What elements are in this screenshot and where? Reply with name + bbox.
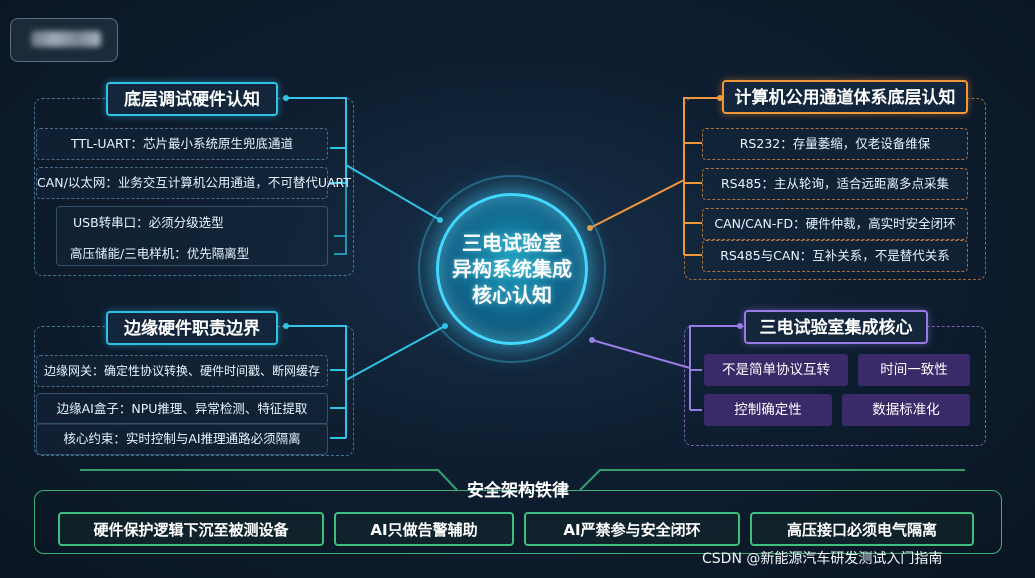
right-top-title: 计算机公用通道体系底层认知 <box>722 80 968 114</box>
bottom-item-2: AI只做告警辅助 <box>334 512 514 546</box>
left-bottom-item-2: 边缘AI盒子：NPU推理、异常检测、特征提取 <box>36 393 328 425</box>
left-top-title: 底层调试硬件认知 <box>106 82 278 116</box>
watermark: CSDN @新能源汽车研发测试入门指南 <box>702 551 943 567</box>
hub-outer-ring <box>418 175 606 363</box>
right-top-item-3: CAN/CAN-FD：硬件仲裁，高实时安全闭环 <box>702 208 968 240</box>
bottom-panel <box>34 490 1002 554</box>
left-top-item-3: USB转串口：必须分级选型 <box>56 206 328 266</box>
right-top-item-2: RS485：主从轮询，适合远距离多点采集 <box>702 168 968 200</box>
right-bottom-panel <box>684 326 986 446</box>
wire-bottom <box>80 469 965 491</box>
bottom-item-4: 高压接口必须电气隔离 <box>750 512 974 546</box>
left-bottom-item-3: 核心约束：实时控制与AI推理通路必须隔离 <box>36 423 328 455</box>
left-bottom-title: 边缘硬件职责边界 <box>106 311 278 345</box>
left-top-item-2: CAN/以太网：业务交互计算机公用通道，不可替代UART <box>36 167 351 199</box>
right-top-item-1: RS232：存量萎缩，仅老设备维保 <box>702 128 968 160</box>
right-bottom-item-4: 数据标准化 <box>842 394 970 426</box>
wire-left-top-sub <box>334 183 347 255</box>
bottom-item-3: AI严禁参与安全闭环 <box>524 512 740 546</box>
wire-right-top <box>589 97 720 256</box>
right-bottom-item-2: 时间一致性 <box>858 354 970 386</box>
bottom-title: 安全架构铁律 <box>467 481 569 501</box>
right-bottom-item-1: 不是简单协议互转 <box>704 354 848 386</box>
hub-label: 三电试验室 异构系统集成 核心认知 <box>452 231 572 307</box>
right-bottom-item-3: 控制确定性 <box>704 394 832 426</box>
left-bottom-item-1: 边缘网关：确定性协议转换、硬件时间戳、断网缓存 <box>36 355 328 387</box>
right-top-item-4: RS485与CAN：互补关系，不是替代关系 <box>702 240 968 272</box>
left-top-item-4: 高压储能/三电样机：优先隔离型 <box>70 246 250 261</box>
left-top-item-1: TTL-UART：芯片最小系统原生兜底通道 <box>36 128 328 160</box>
central-hub: 三电试验室 异构系统集成 核心认知 <box>436 193 588 345</box>
right-bottom-title: 三电试验室集成核心 <box>744 310 928 344</box>
bottom-item-1: 硬件保护逻辑下沉至被测设备 <box>58 512 324 546</box>
blurred-logo <box>10 18 118 62</box>
